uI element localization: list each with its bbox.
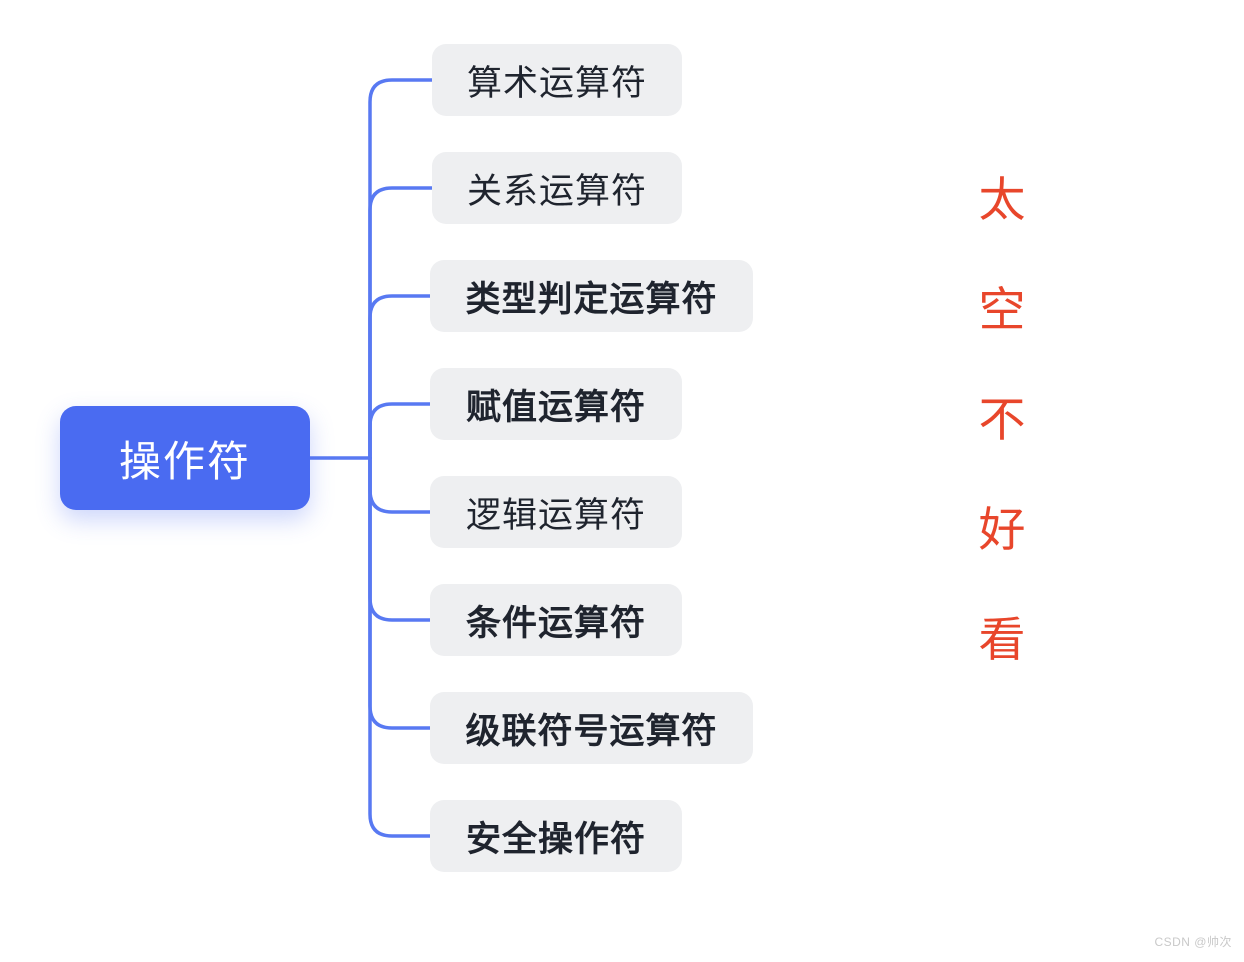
annotation-char: 好 <box>978 503 1026 556</box>
branch-line-8 <box>368 456 432 838</box>
branch-node-cascade-operators[interactable]: 级联符号运算符 <box>430 692 753 764</box>
csdn-watermark: CSDN @帅次 <box>1154 935 1232 949</box>
branch-node-relational-operators[interactable]: 关系运算符 <box>432 152 682 224</box>
branch-node-assignment-operators[interactable]: 赋值运算符 <box>430 368 682 440</box>
branch-node-safety-operators[interactable]: 安全操作符 <box>430 800 682 872</box>
branch-line-3 <box>368 294 432 460</box>
branch-node-type-test-operators[interactable]: 类型判定运算符 <box>430 260 753 332</box>
branch-line-5 <box>368 456 432 514</box>
vertical-annotation-note[interactable]: 太 空 不 好 看 <box>978 176 1026 663</box>
branch-line-2 <box>368 186 434 460</box>
annotation-char: 空 <box>978 283 1026 336</box>
root-node-operators[interactable]: 操作符 <box>60 406 310 510</box>
branch-line-1 <box>368 78 434 460</box>
branch-node-arithmetic-operators[interactable]: 算术运算符 <box>432 44 682 116</box>
branch-line-4 <box>368 402 432 460</box>
annotation-char: 太 <box>978 173 1026 226</box>
annotation-char: 看 <box>978 613 1026 666</box>
branch-node-logical-operators[interactable]: 逻辑运算符 <box>430 476 682 548</box>
branch-line-7 <box>368 456 432 730</box>
annotation-char: 不 <box>978 393 1026 446</box>
branch-line-6 <box>368 456 432 622</box>
branch-node-conditional-operators[interactable]: 条件运算符 <box>430 584 682 656</box>
